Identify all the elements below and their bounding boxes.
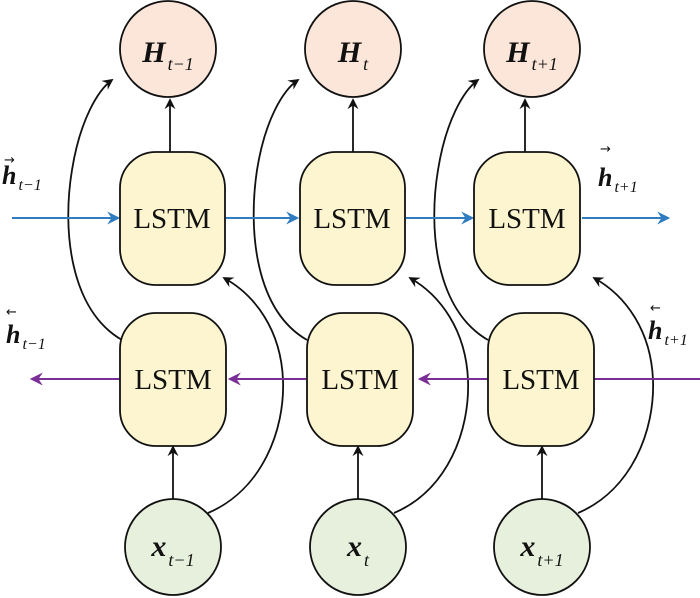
backward-lstm-3-label: LSTM: [502, 364, 579, 396]
edge-backward-to-output-2: [252, 78, 308, 341]
svg-text:Ht: Ht: [337, 36, 369, 74]
svg-text:ht+1: ht+1: [648, 316, 688, 349]
output-node-2-subscript: t: [363, 54, 369, 74]
input-node-3-subscript: t+1: [537, 550, 563, 570]
forward-out-symbol: h: [598, 163, 612, 192]
forward-lstm-1: LSTM: [119, 151, 226, 286]
forward-lstm-3-label: LSTM: [488, 203, 565, 235]
backward-in-arrow-mark: ←: [650, 301, 661, 316]
svg-text:xt−1: xt−1: [150, 530, 194, 570]
forward-lstm-2: LSTM: [299, 151, 406, 286]
forward-in-subscript: t−1: [18, 177, 41, 194]
forward-out-arrow-mark: →: [600, 142, 611, 157]
backward-lstm-1: LSTM: [119, 312, 227, 447]
forward-lstm-2-label: LSTM: [313, 203, 390, 235]
input-node-2-subscript: t: [364, 550, 370, 570]
edge-backward-to-output-1: [67, 78, 123, 341]
output-node-1-symbol: H: [141, 36, 167, 69]
output-node-3-symbol: H: [505, 36, 531, 69]
backward-out-arrow-mark: ←: [6, 305, 17, 320]
output-node-2-symbol: H: [337, 36, 363, 69]
svg-text:Ht−1: Ht−1: [141, 36, 194, 74]
backward-lstm-3: LSTM: [487, 312, 595, 447]
backward-lstm-2-label: LSTM: [321, 364, 398, 396]
backward-out-symbol: h: [6, 320, 20, 349]
forward-lstm-1-label: LSTM: [133, 203, 210, 235]
edge-backward-to-output-3: [433, 78, 489, 341]
svg-text:ht−1: ht−1: [6, 320, 46, 353]
backward-out-subscript: t−1: [22, 336, 45, 353]
svg-text:ht+1: ht+1: [598, 163, 638, 196]
input-node-1-symbol: x: [150, 530, 166, 563]
input-node-2-symbol: x: [346, 530, 362, 563]
svg-text:xt+1: xt+1: [519, 530, 563, 570]
svg-text:ht−1: ht−1: [2, 161, 42, 194]
output-node-1-subscript: t−1: [168, 54, 194, 74]
forward-lstm-3: LSTM: [473, 151, 581, 286]
backward-in-symbol: h: [648, 316, 662, 345]
edge-input-to-forward-1: [207, 277, 284, 514]
forward-out-subscript: t+1: [614, 179, 637, 196]
edge-input-to-forward-3: [577, 277, 654, 514]
backward-lstm-2: LSTM: [306, 312, 414, 447]
input-node-3-symbol: x: [519, 530, 535, 563]
svg-text:xt: xt: [346, 530, 370, 570]
backward-lstm-1-label: LSTM: [134, 364, 211, 396]
svg-text:Ht+1: Ht+1: [505, 36, 558, 74]
forward-in-arrow-mark: →: [4, 153, 15, 168]
edge-input-to-forward-2: [393, 277, 469, 514]
input-node-1-subscript: t−1: [168, 550, 194, 570]
backward-in-subscript: t+1: [664, 332, 687, 349]
output-node-3-subscript: t+1: [532, 54, 558, 74]
forward-in-symbol: h: [2, 161, 16, 190]
